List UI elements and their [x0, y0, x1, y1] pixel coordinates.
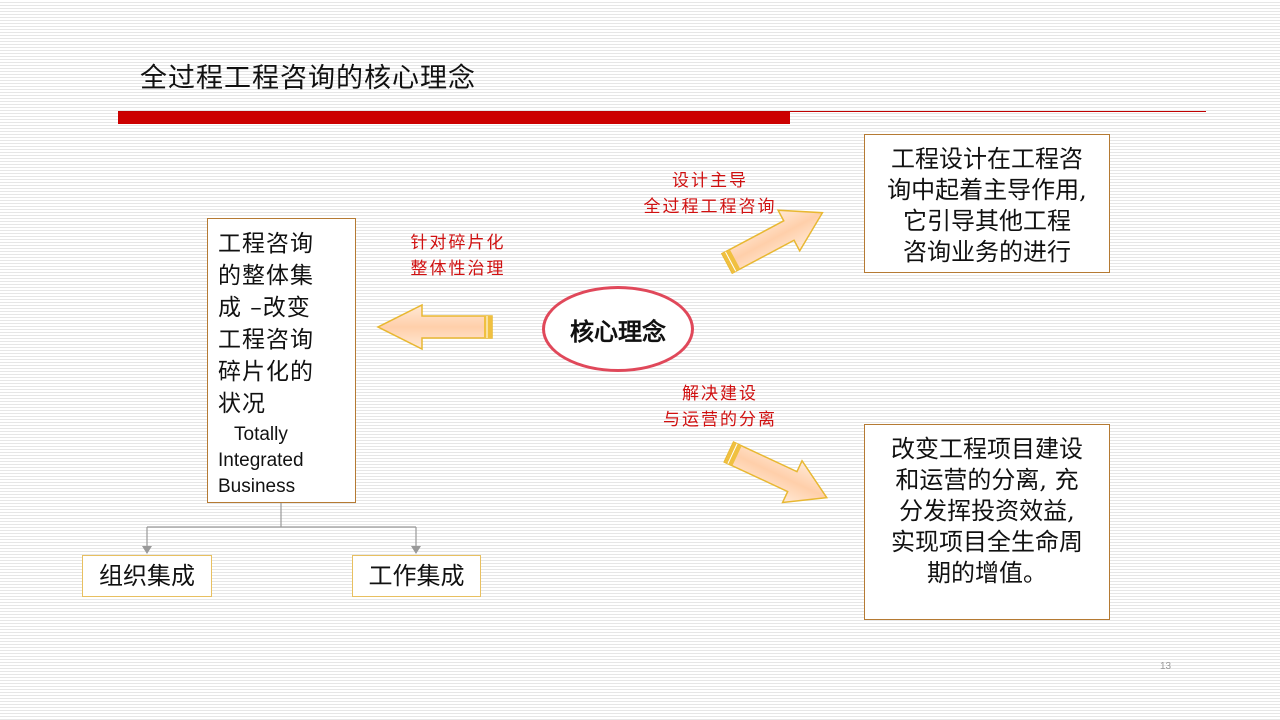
bottom-right-arrow: [723, 441, 829, 504]
org-connector-arrowhead: [142, 546, 152, 554]
title-underline-bar: [118, 112, 790, 124]
left-arrow-label-line: 针对碎片化: [410, 233, 506, 253]
top-right-arrow: [720, 209, 824, 275]
integration-box-en: Totally Integrated Business: [218, 422, 347, 500]
integration-line: 工程咨询: [218, 231, 314, 257]
work-connector-arrowhead: [411, 546, 421, 554]
design-led-line: 它引导其他工程: [903, 207, 1071, 235]
integration-en-line: Totally: [234, 424, 288, 445]
tree-connector: [146, 503, 417, 548]
lifecycle-box: 改变工程项目建设 和运营的分离, 充 分发挥投资效益, 实现项目全生命周 期的增…: [864, 424, 1110, 620]
top-arrow-label-line: 全过程工程咨询: [643, 197, 777, 217]
integration-line: 工程咨询: [218, 327, 314, 353]
work-integration-box: 工作集成: [352, 555, 481, 597]
integration-box: 工程咨询 的整体集 成 –改变 工程咨询 碎片化的 状况 Totally Int…: [207, 218, 356, 503]
integration-line: 成 –改变: [218, 295, 311, 321]
bottom-arrow-label-line: 解决建设: [682, 384, 758, 404]
top-arrow-label-line: 设计主导: [672, 171, 748, 191]
slide-title: 全过程工程咨询的核心理念: [140, 63, 476, 94]
core-concept-label: 核心理念: [570, 316, 666, 346]
integration-box-cn: 工程咨询 的整体集 成 –改变 工程咨询 碎片化的 状况: [218, 228, 347, 420]
org-integration-box: 组织集成: [82, 555, 212, 597]
design-led-line: 咨询业务的进行: [903, 238, 1071, 266]
lifecycle-line: 和运营的分离, 充: [895, 466, 1079, 494]
title-underline-thin: [118, 111, 1206, 112]
lifecycle-line: 期的增值。: [927, 559, 1047, 587]
lifecycle-line: 改变工程项目建设: [891, 435, 1083, 463]
design-led-line: 工程设计在工程咨: [891, 145, 1083, 173]
lifecycle-line: 实现项目全生命周: [891, 528, 1083, 556]
bottom-arrow-label: 解决建设 与运营的分离: [645, 381, 795, 433]
page-number: 13: [1160, 661, 1172, 672]
integration-line: 的整体集: [218, 263, 314, 289]
left-arrow-label: 针对碎片化 整体性治理: [398, 230, 518, 282]
left-arrow-label-line: 整体性治理: [410, 259, 506, 279]
bottom-arrow-label-line: 与运营的分离: [663, 410, 777, 430]
left-arrow: [376, 303, 493, 351]
core-concept-ellipse: 核心理念: [542, 286, 694, 372]
integration-line: 碎片化的: [218, 359, 314, 385]
design-led-box: 工程设计在工程咨 询中起着主导作用, 它引导其他工程 咨询业务的进行: [864, 134, 1110, 273]
lifecycle-line: 分发挥投资效益,: [899, 497, 1075, 525]
top-arrow-label: 设计主导 全过程工程咨询: [630, 168, 790, 220]
integration-en-line: Business: [218, 476, 296, 497]
design-led-line: 询中起着主导作用,: [887, 176, 1087, 204]
integration-line: 状况: [218, 391, 266, 417]
integration-en-line: Integrated: [218, 450, 304, 471]
